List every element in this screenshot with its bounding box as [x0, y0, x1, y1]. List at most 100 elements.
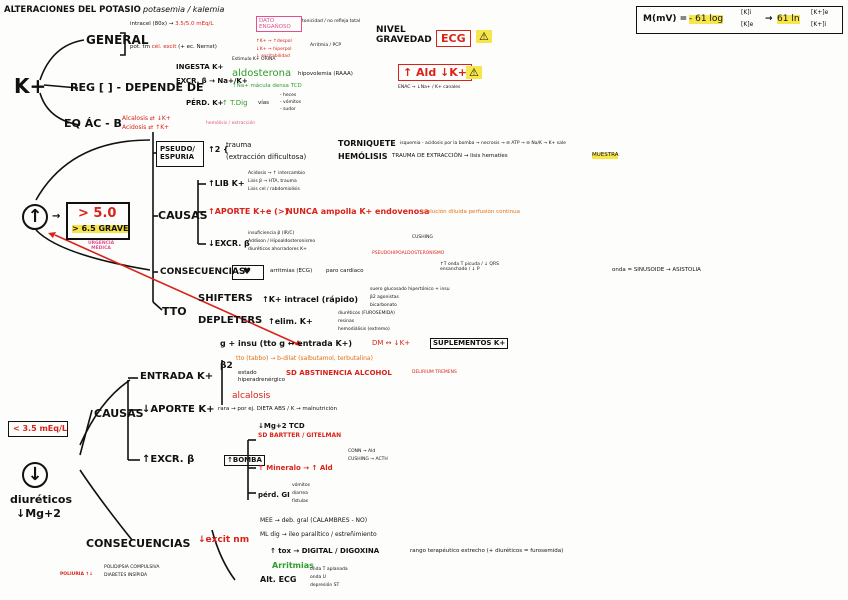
depleter-hemodialisis: hemodiálisis (extremo): [338, 327, 390, 332]
excr-label: EXCR. β → Na+/K+: [176, 77, 248, 85]
nunca-ampolla-warning: NUNCA ampolla K+ endovenosa: [286, 207, 430, 216]
ald-box: ↑ Ald ↓K+: [398, 64, 472, 81]
lib-k-lisis: Lisis β → HTA, trauma: [248, 179, 297, 184]
shifter-b2: β2 agonistas: [370, 295, 399, 300]
shifters-label: SHIFTERS: [198, 293, 253, 304]
dm-text: DM ↔ ↓K+: [372, 339, 411, 347]
shifter-bicarb: bicarbonato: [370, 303, 397, 308]
hypo-threshold: < 3.5 mEq/L: [13, 424, 67, 433]
ecg-box: ECG: [436, 30, 471, 47]
excr-diureticos: diuréticos ahorradores K+: [248, 247, 307, 252]
excitabilidad-text: ↓ excitabilidad: [256, 54, 290, 59]
reg-label: REG [ ] - DEPENDE DE: [70, 81, 204, 94]
alcalosis-text: Alcalosis ⇄ ↓K+: [122, 115, 171, 122]
ecg-changes-hyper: ↑T onda T picuda / ↓ QRS ensanchado / ↓ …: [440, 262, 499, 273]
gi-vomitos: vómitos: [292, 483, 310, 488]
lib-k-acidosis: Acidosis → ↑ intercambio: [248, 171, 305, 176]
alcalosis-hypo: alcalosis: [232, 391, 271, 401]
general-line1: intracel (80x) → 3.5/5.0 mEq/L: [130, 21, 214, 27]
solucion-diluida: solución diluida perfusión continua: [424, 209, 521, 215]
heart-box: ♥: [232, 265, 264, 280]
diureticos-text: diuréticos: [10, 493, 73, 506]
hyper-threshold: > 5.0: [78, 206, 117, 221]
insu-text: g + insu (tto g ↔ entrada K+): [220, 339, 353, 348]
bomba-box: ↑BOMBA: [224, 455, 265, 466]
rango-terapeutico: rango terapéutico estrecho (+ diuréticos…: [410, 548, 564, 554]
macula-densa-text: ↑Na+ mácula densa TCD: [232, 83, 302, 89]
formula-log: - 61 log: [689, 14, 724, 24]
hyper-causas-label: CAUSAS: [158, 209, 208, 222]
excr-insuf: insuficiencia β (IR/C): [248, 231, 295, 236]
muestra-text: MUESTRA: [592, 152, 619, 159]
formula-frac1-den: [K]e: [741, 21, 754, 28]
tto-label: TTO: [162, 305, 187, 318]
acidosis-text: Acidosis ⇄ ↑K+: [122, 124, 170, 131]
depleter-resinas: resinas: [338, 319, 355, 324]
hypo-consecuencias-label: CONSECUENCIAS: [86, 537, 191, 550]
polidipsia-text: POLIDIPSIA COMPULSIVA: [104, 565, 160, 570]
lib-k-rabdo: Lisis cel / rabdomiolisis: [248, 187, 300, 192]
hypo-arrow-circle: ↓: [22, 462, 48, 488]
arritmias-hypo: Arritmias: [272, 561, 314, 570]
pseudo-box: PSEUDO/ ESPURIA: [156, 141, 204, 167]
torniquete-label: TORNIQUETE: [338, 139, 396, 148]
urgencia-note: URGENCIA MÉDICA: [87, 241, 115, 251]
aporte-hypo-desc: rara → por ej. DIETA ABS / K → malnutric…: [218, 406, 337, 412]
nivel-gravedad: NIVEL GRAVEDAD: [376, 25, 432, 45]
ml-dig-text: ML dig → ileo paralítico / estreñimiento: [260, 531, 377, 538]
mee-text: MEE → deb. gral (CALAMBRES - NO): [260, 517, 368, 524]
vias-text: vías: [258, 100, 270, 106]
hypo-threshold-box: < 3.5 mEq/L: [8, 421, 68, 437]
formula-ln: 61 ln: [777, 14, 800, 24]
bartter-text: SD BARTTER / GITELMAN: [258, 432, 342, 439]
excr-label-hyper: ↓EXCR. β: [208, 239, 250, 248]
general-label: GENERAL: [86, 33, 149, 47]
diabetes-insipida-text: DIABETES INSÍPIDA: [104, 573, 148, 578]
misleading-note: tonicidad / no refleja total: [302, 19, 361, 24]
formula-frac2-den: [K+]i: [811, 21, 827, 28]
misleading-data-box: DATO ENGAÑOSO: [256, 16, 302, 33]
perdida-label: PÉRD. K+: [186, 99, 224, 107]
gi-fistulas: fístulas: [292, 499, 309, 504]
entrada-k-label: ENTRADA K+: [140, 371, 214, 382]
formula-frac2-num: [K+]e: [811, 9, 829, 16]
pseudohipoaldo-text: PSEUDOHIPOALDOSTERONISMO: [372, 251, 445, 256]
trauma-text: trauma: [226, 141, 252, 149]
suplementos-box: SUPLEMENTOS K+: [430, 338, 509, 349]
heart-icon: ♥: [243, 267, 252, 277]
depleters-label: DEPLETERS: [198, 315, 263, 326]
formula-lhs: M(mV) =: [643, 14, 688, 24]
hyper-threshold-box: > 5.0 > 6.5 GRAVE: [66, 202, 130, 240]
enac-text: ENAC → ↓Na+ / K+ canales: [398, 85, 461, 90]
gi-diarrea: diarrea: [292, 491, 308, 496]
excr-hypo-label: ↑EXCR. β: [142, 454, 195, 465]
hypo-causas-label: CAUSAS: [94, 407, 144, 420]
alt-ecg: Alt. ECG: [260, 575, 297, 584]
shifter-glucosado: suero glucosado hipertónico + insu: [370, 287, 450, 292]
hemolisis-label: HEMÓLISIS: [338, 152, 388, 161]
warning-icon: ⚠: [476, 30, 492, 43]
cushing-text: CUSHING: [412, 235, 433, 240]
abstinencia-text: SD ABSTINENCIA ALCOHOL: [286, 369, 392, 377]
lib-k-label: ↑LIB K+: [208, 179, 245, 188]
excr-addison: Addison / Hipoaldosteronismo: [248, 239, 316, 244]
hiperadrenergico-text: estado hiperadrenérgico: [238, 370, 285, 383]
nernst-formula-box: M(mV) = - 61 log [K]i [K]e → 61 ln [K+]e…: [636, 6, 843, 34]
mineralo-text: ↑ Mineralo → ↑ Ald: [258, 464, 333, 472]
hiperpol-text: ↓K+ → hiperpol: [256, 47, 292, 52]
tdig-text: ↑ T.Dig: [222, 99, 248, 107]
arritmias-text: arritmias (ECG): [270, 268, 313, 274]
ecg-depresion-st: depresión ST: [310, 583, 340, 588]
mg-text: ↓Mg+2: [16, 507, 61, 520]
aporte-hypo-label: ↓APORTE K+: [142, 404, 215, 415]
aldosterona-text: aldosterona: [232, 68, 292, 79]
aporte-k-label: ↑APORTE K+e (>): [208, 207, 289, 216]
shifters-desc: ↑K+ intracel (rápido): [262, 295, 359, 304]
grave-threshold: > 6.5 GRAVE: [72, 224, 129, 233]
eqac-label: EQ ÁC - B: [64, 117, 122, 130]
ecg-t-aplanada: onda T aplanada: [310, 567, 348, 572]
mg-tcd: ↓Mg+2 TCD: [258, 422, 305, 430]
hyper-arrow-circle: ↑: [22, 204, 48, 230]
extraccion-text: (extracción dificultosa): [226, 153, 307, 161]
excit-nm: ↓excit nm: [198, 535, 250, 545]
